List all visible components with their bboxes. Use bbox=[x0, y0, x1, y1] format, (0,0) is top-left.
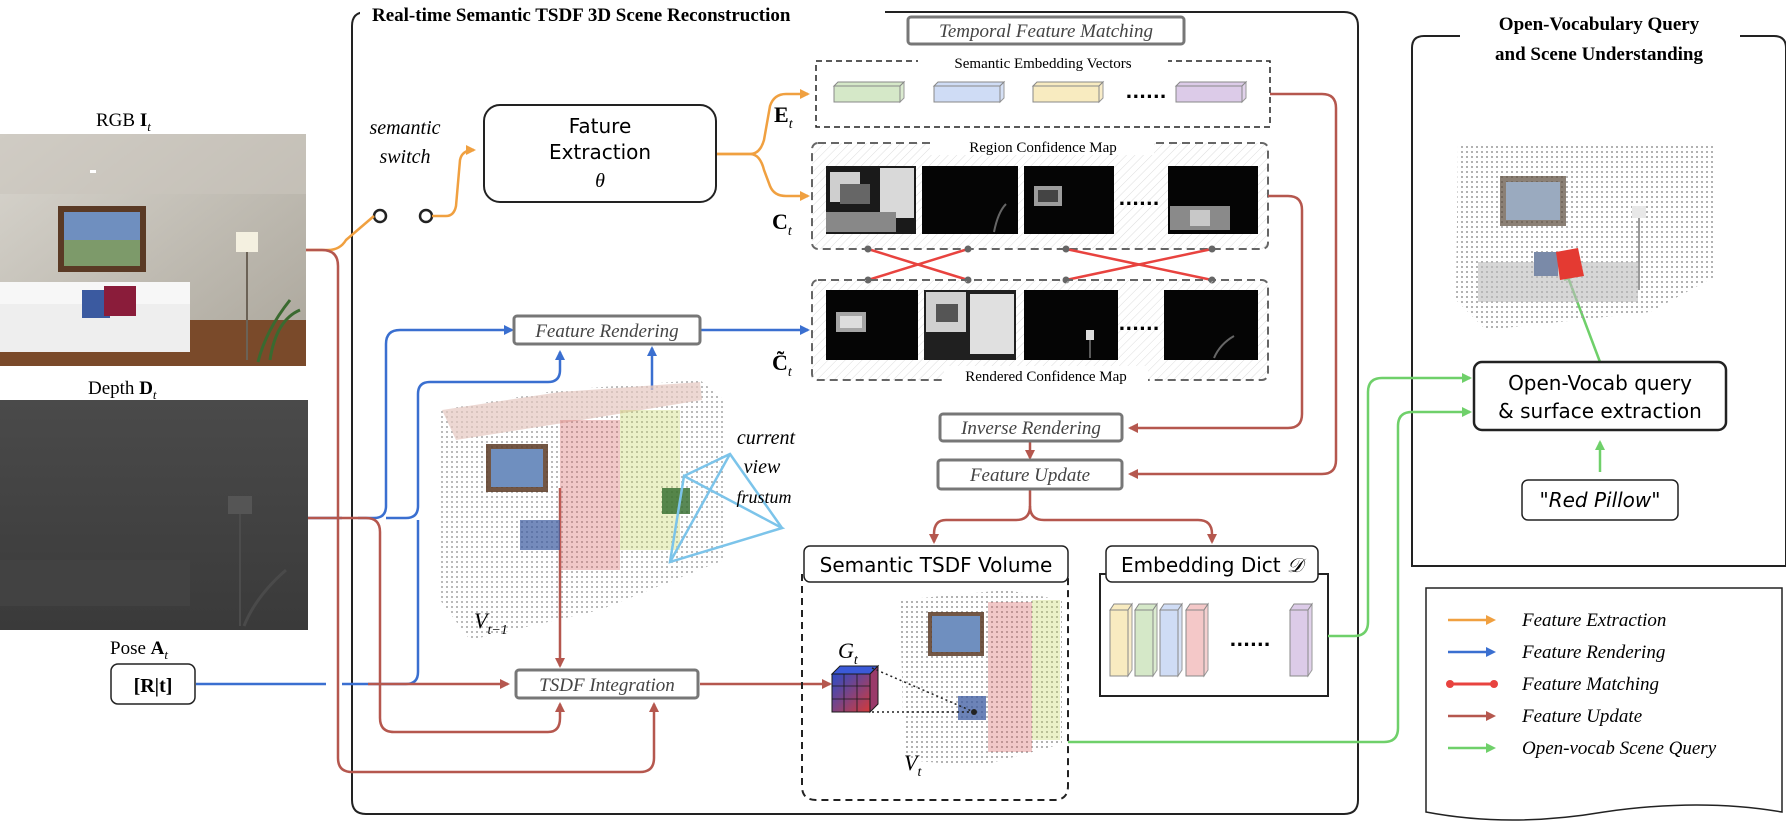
rendered-map-2 bbox=[924, 290, 1016, 360]
region-confidence-label: Region Confidence Map bbox=[969, 140, 1116, 156]
query-panel: Open-Vocabulary Query and Scene Understa… bbox=[1411, 6, 1786, 567]
embedding-ellipsis: ...... bbox=[1125, 82, 1166, 103]
G-symbol: Gt bbox=[838, 638, 859, 668]
pose-matrix: [R|t] bbox=[134, 675, 173, 697]
E-symbol: Et bbox=[774, 102, 794, 132]
feature-rendering-label: Feature Rendering bbox=[534, 321, 678, 342]
rgb-label: RGB It bbox=[96, 110, 151, 134]
view-frustum bbox=[668, 452, 786, 564]
feature-extraction-block: Fature Extraction θ bbox=[483, 104, 717, 203]
legend-item-5: Open-vocab Scene Query bbox=[1448, 738, 1717, 759]
prev-volume-pointcloud: Vt−1 bbox=[440, 380, 724, 640]
embedding-vector-4 bbox=[1174, 80, 1248, 104]
embedding-vectors-label: Semantic Embedding Vectors bbox=[954, 56, 1131, 72]
voxel-cube bbox=[830, 664, 880, 714]
rgb-input: RGB It bbox=[0, 110, 306, 366]
C-symbol: Ct bbox=[772, 209, 793, 239]
dict-vector-5 bbox=[1289, 602, 1313, 678]
reconstructed-scene bbox=[1456, 144, 1716, 330]
region-map-4 bbox=[1168, 166, 1258, 234]
depth-label: Depth Dt bbox=[88, 378, 157, 402]
temporal-matching-tag: Temporal Feature Matching bbox=[906, 15, 1186, 46]
embedding-vector-3 bbox=[1031, 80, 1105, 104]
legend-label-3: Feature Matching bbox=[1521, 674, 1659, 695]
inverse-rendering-label: Inverse Rendering bbox=[960, 418, 1101, 439]
pose-input: Pose At [R|t] bbox=[110, 638, 196, 705]
feature-rendering-tag: Feature Rendering bbox=[512, 314, 702, 346]
main-frame: Real-time Semantic TSDF 3D Scene Reconst… bbox=[351, 2, 1359, 815]
rendered-ellipsis: ...... bbox=[1118, 314, 1159, 335]
rendered-confidence-label: Rendered Confidence Map bbox=[965, 369, 1127, 385]
dict-vector-4 bbox=[1185, 602, 1209, 678]
region-confidence-panel: Region Confidence Map ...... Ct bbox=[772, 137, 1269, 250]
semantic-tsdf-volume-panel: Semantic TSDF Volume Gt Vt bbox=[801, 545, 1069, 801]
depth-input: Depth Dt bbox=[0, 378, 308, 630]
legend-item-1: Feature Extraction bbox=[1448, 610, 1666, 631]
temporal-matching-label: Temporal Feature Matching bbox=[939, 21, 1153, 42]
region-map-3 bbox=[1024, 166, 1114, 234]
dict-vector-3 bbox=[1159, 602, 1183, 678]
dict-blocks bbox=[1109, 602, 1313, 678]
feature-update-tag: Feature Update bbox=[936, 458, 1124, 491]
rendered-map-3 bbox=[1024, 290, 1118, 360]
dict-ellipsis: ...... bbox=[1229, 630, 1270, 651]
Ct-symbol: C̃t bbox=[772, 350, 793, 380]
query-panel-title-2: and Scene Understanding bbox=[1495, 44, 1703, 65]
embedding-dict-label: Embedding Dict 𝒟 bbox=[1121, 553, 1307, 577]
tsdf-integration-label: TSDF Integration bbox=[539, 675, 675, 696]
theta-symbol: θ bbox=[595, 170, 605, 192]
region-map-2 bbox=[922, 166, 1018, 234]
frustum-label-3: frustum bbox=[736, 487, 791, 507]
region-ellipsis: ...... bbox=[1118, 189, 1159, 210]
V-prev-symbol: Vt−1 bbox=[474, 608, 508, 638]
inverse-rendering-tag: Inverse Rendering bbox=[938, 412, 1124, 443]
depth-image bbox=[0, 400, 308, 630]
frustum-label-1: current bbox=[737, 427, 796, 449]
tsdf-integration-tag: TSDF Integration bbox=[514, 668, 700, 700]
legend-item-2: Feature Rendering bbox=[1448, 642, 1665, 663]
query-panel-title-1: Open-Vocabulary Query bbox=[1499, 14, 1700, 35]
rgb-image bbox=[0, 134, 306, 366]
embedding-dict-panel: Embedding Dict 𝒟 ...... bbox=[1099, 545, 1329, 697]
legend-label-4: Feature Update bbox=[1521, 706, 1642, 727]
dict-vector-1 bbox=[1109, 602, 1133, 678]
main-title: Real-time Semantic TSDF 3D Scene Reconst… bbox=[372, 5, 791, 26]
open-vocab-query-box: Open-Vocab query & surface extraction bbox=[1472, 360, 1728, 432]
embedding-vector-1 bbox=[832, 80, 906, 104]
frustum-label-2: view bbox=[744, 456, 781, 478]
feature-rendering-arrows bbox=[196, 325, 810, 686]
feature-extraction-line1: Fature bbox=[569, 114, 632, 138]
legend-item-4: Feature Update bbox=[1448, 706, 1642, 727]
legend-label-2: Feature Rendering bbox=[1521, 642, 1665, 663]
query-text-box: "Red Pillow" bbox=[1521, 479, 1679, 521]
embedding-blocks bbox=[832, 80, 1248, 104]
query-box-line2: & surface extraction bbox=[1498, 399, 1702, 423]
embedding-vectors-panel: Semantic Embedding Vectors ...... Et bbox=[774, 52, 1271, 132]
query-text: "Red Pillow" bbox=[1540, 488, 1661, 512]
V-symbol: Vt bbox=[904, 750, 922, 780]
switch-label-2: switch bbox=[379, 146, 430, 168]
query-box-line1: Open-Vocab query bbox=[1508, 371, 1692, 395]
semantic-tsdf-volume-label: Semantic TSDF Volume bbox=[820, 553, 1053, 577]
legend-label-5: Open-vocab Scene Query bbox=[1522, 738, 1717, 759]
legend-label-1: Feature Extraction bbox=[1521, 610, 1666, 631]
switch-label-1: semantic bbox=[369, 117, 440, 139]
rendered-map-4 bbox=[1164, 290, 1258, 360]
feature-extraction-line2: Extraction bbox=[549, 140, 651, 164]
legend-item-3: Feature Matching bbox=[1446, 674, 1659, 695]
region-map-1 bbox=[826, 166, 916, 234]
feature-update-label: Feature Update bbox=[969, 465, 1090, 486]
rendered-confidence-panel: ...... Rendered Confidence Map C̃t bbox=[772, 279, 1269, 385]
dict-vector-2 bbox=[1134, 602, 1158, 678]
pose-label: Pose At bbox=[110, 638, 168, 662]
semantic-switch: semantic switch bbox=[369, 117, 441, 224]
embedding-vector-2 bbox=[932, 80, 1006, 104]
feature-matching-lines bbox=[867, 247, 1213, 282]
rendered-map-1 bbox=[826, 290, 918, 360]
